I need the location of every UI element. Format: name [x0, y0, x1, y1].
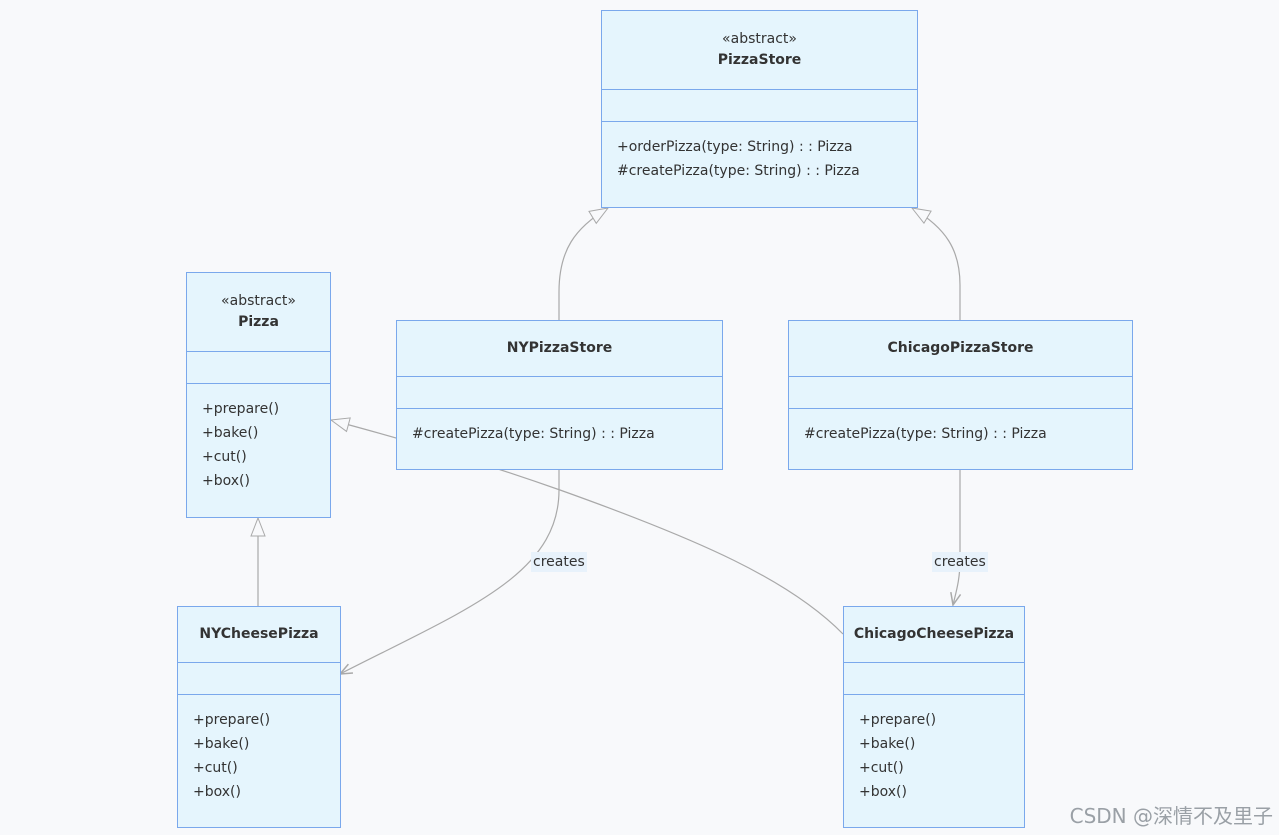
- methods-section: #createPizza(type: String) : : Pizza: [397, 409, 722, 446]
- attributes-section: [178, 663, 340, 695]
- methods-section: #createPizza(type: String) : : Pizza: [789, 409, 1132, 446]
- watermark: CSDN @深情不及里子: [1069, 804, 1273, 828]
- class-chicagopizzastore: ChicagoPizzaStore #createPizza(type: Str…: [788, 320, 1133, 470]
- stereotype-label: «abstract»: [221, 293, 296, 309]
- class-pizzastore: «abstract» PizzaStore +orderPizza(type: …: [601, 10, 918, 208]
- method: #createPizza(type: String) : : Pizza: [617, 163, 860, 179]
- method: +bake(): [859, 736, 916, 752]
- methods-section: +prepare() +bake() +cut() +box(): [178, 695, 340, 804]
- attributes-section: [397, 377, 722, 409]
- method: +bake(): [202, 425, 259, 441]
- class-name: ChicagoCheesePizza: [853, 626, 1015, 642]
- method: #createPizza(type: String) : : Pizza: [412, 426, 655, 442]
- method: +prepare(): [193, 712, 271, 728]
- class-name: Pizza: [238, 314, 279, 330]
- attributes-section: [602, 90, 917, 122]
- attributes-section: [789, 377, 1132, 409]
- method: +orderPizza(type: String) : : Pizza: [617, 139, 853, 155]
- method: +cut(): [193, 760, 238, 776]
- methods-section: +prepare() +bake() +cut() +box(): [187, 384, 330, 493]
- class-header: NYPizzaStore: [397, 321, 722, 377]
- edge-label-chicago-creates: creates: [932, 552, 988, 572]
- method: +box(): [193, 784, 241, 800]
- method: +box(): [859, 784, 907, 800]
- edge-chicagopizzastore-creates-chicagocheesepizza: [953, 470, 960, 605]
- class-header: «abstract» PizzaStore: [602, 11, 917, 90]
- class-chicagocheesepizza: ChicagoCheesePizza +prepare() +bake() +c…: [843, 606, 1025, 828]
- method: +cut(): [202, 449, 247, 465]
- class-header: NYCheesePizza: [178, 607, 340, 663]
- method: +cut(): [859, 760, 904, 776]
- edge-chicagopizzastore-extends-pizzastore: [912, 208, 961, 320]
- class-header: ChicagoCheesePizza: [844, 607, 1024, 663]
- class-name: PizzaStore: [717, 52, 802, 68]
- attributes-section: [844, 663, 1024, 695]
- edge-nypizzastore-creates-nycheesepizza: [340, 470, 560, 674]
- class-name: NYPizzaStore: [506, 340, 613, 356]
- methods-section: +prepare() +bake() +cut() +box(): [844, 695, 1024, 804]
- method: +box(): [202, 473, 250, 489]
- class-name: NYCheesePizza: [199, 626, 319, 642]
- edge-label-ny-creates: creates: [531, 552, 587, 572]
- stereotype-label: «abstract»: [722, 31, 797, 47]
- class-nycheesepizza: NYCheesePizza +prepare() +bake() +cut() …: [177, 606, 341, 828]
- attributes-section: [187, 352, 330, 384]
- class-nypizzastore: NYPizzaStore #createPizza(type: String) …: [396, 320, 723, 470]
- edge-nypizzastore-extends-pizzastore: [558, 208, 608, 320]
- class-header: «abstract» Pizza: [187, 273, 330, 352]
- class-header: ChicagoPizzaStore: [789, 321, 1132, 377]
- method: +bake(): [193, 736, 250, 752]
- method: #createPizza(type: String) : : Pizza: [804, 426, 1047, 442]
- class-pizza: «abstract» Pizza +prepare() +bake() +cut…: [186, 272, 331, 518]
- methods-section: +orderPizza(type: String) : : Pizza #cre…: [602, 122, 917, 183]
- method: +prepare(): [859, 712, 937, 728]
- class-name: ChicagoPizzaStore: [887, 340, 1034, 356]
- method: +prepare(): [202, 401, 280, 417]
